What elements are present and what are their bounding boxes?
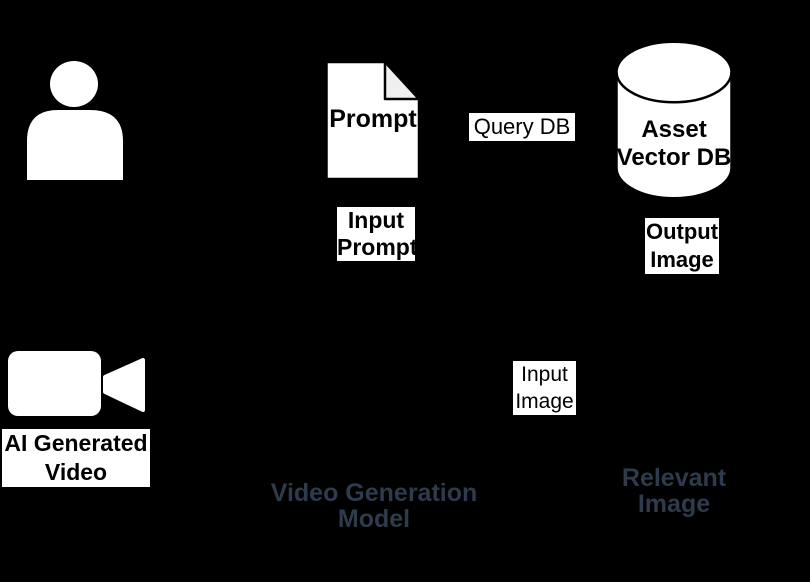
- database-cylinder-icon: [615, 40, 733, 200]
- prompt-document-label: Prompt: [329, 105, 417, 133]
- ai-generated-video-label: AI Generated Video: [2, 429, 150, 487]
- asset-vector-db-label: Asset Vector DB: [616, 116, 732, 171]
- video-camera-icon: [8, 351, 145, 416]
- document-icon: [325, 60, 421, 181]
- input-image-label: Input Image: [513, 361, 576, 415]
- output-image-label: Output Image: [645, 218, 719, 274]
- query-db-label: Query DB: [469, 113, 575, 141]
- input-prompt-label: Input Prompt: [337, 207, 418, 261]
- relevant-image-label: Relevant Image: [621, 464, 727, 518]
- person-icon: [27, 61, 123, 180]
- video-generation-model-label: Video Generation Model: [270, 479, 478, 533]
